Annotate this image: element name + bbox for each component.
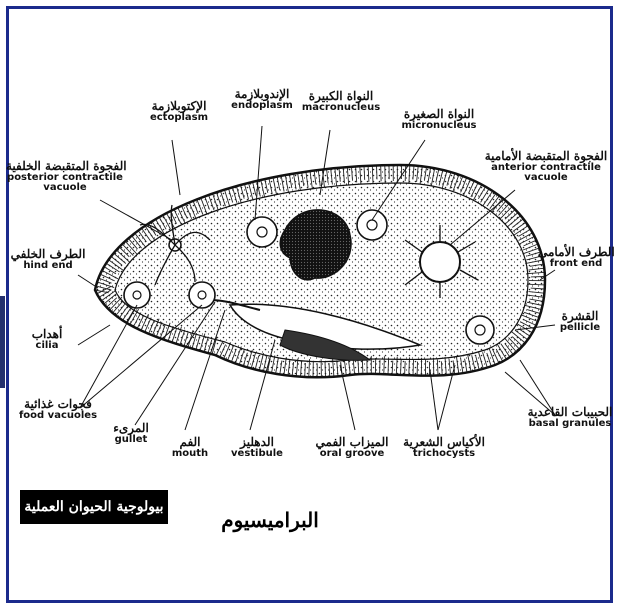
label-vestibule: الدهليزvestibule [225, 436, 289, 459]
label-trichocysts: الأكياس الشعريةtrichocysts [402, 436, 486, 459]
label-oral-groove: الميزاب الفميoral groove [312, 436, 392, 459]
label-anterior-contractile-vacuole: الفجوة المتقبضة الأمامية anterior contra… [478, 150, 614, 184]
label-posterior-contractile-vacuole: الفجوة المتقبضة الخلفية posterior contra… [6, 160, 124, 194]
label-cilia: أهدابcilia [22, 328, 72, 351]
label-ectoplasm: الإكتوبلازمةectoplasm [138, 100, 220, 123]
label-hind-end: الطرف الخلفيhind end [10, 248, 86, 271]
label-mouth: الفمmouth [165, 436, 215, 459]
label-front-end: الطرف الأماميfront end [538, 246, 614, 269]
label-micronucleus: النواة الصغيرةmicronucleus [398, 108, 480, 131]
label-basal-granules: الحبيبات القاعديةbasal granules [526, 406, 614, 429]
label-endoplasm: الإندوبلازمةendoplasm [222, 88, 302, 111]
label-food-vacuoles: فجوات غذائيةfood vacuoles [14, 398, 102, 421]
diagram-title: البراميسيوم [215, 508, 325, 532]
label-macronucleus: النواة الكبيرةmacronucleus [300, 90, 382, 113]
book-caption: بيولوجية الحيوان العملية [20, 490, 168, 524]
label-gullet: المرىءgullet [104, 422, 158, 445]
label-pellicle: القشرةpellicle [550, 310, 610, 333]
anterior-contractile-vacuole [420, 242, 460, 282]
